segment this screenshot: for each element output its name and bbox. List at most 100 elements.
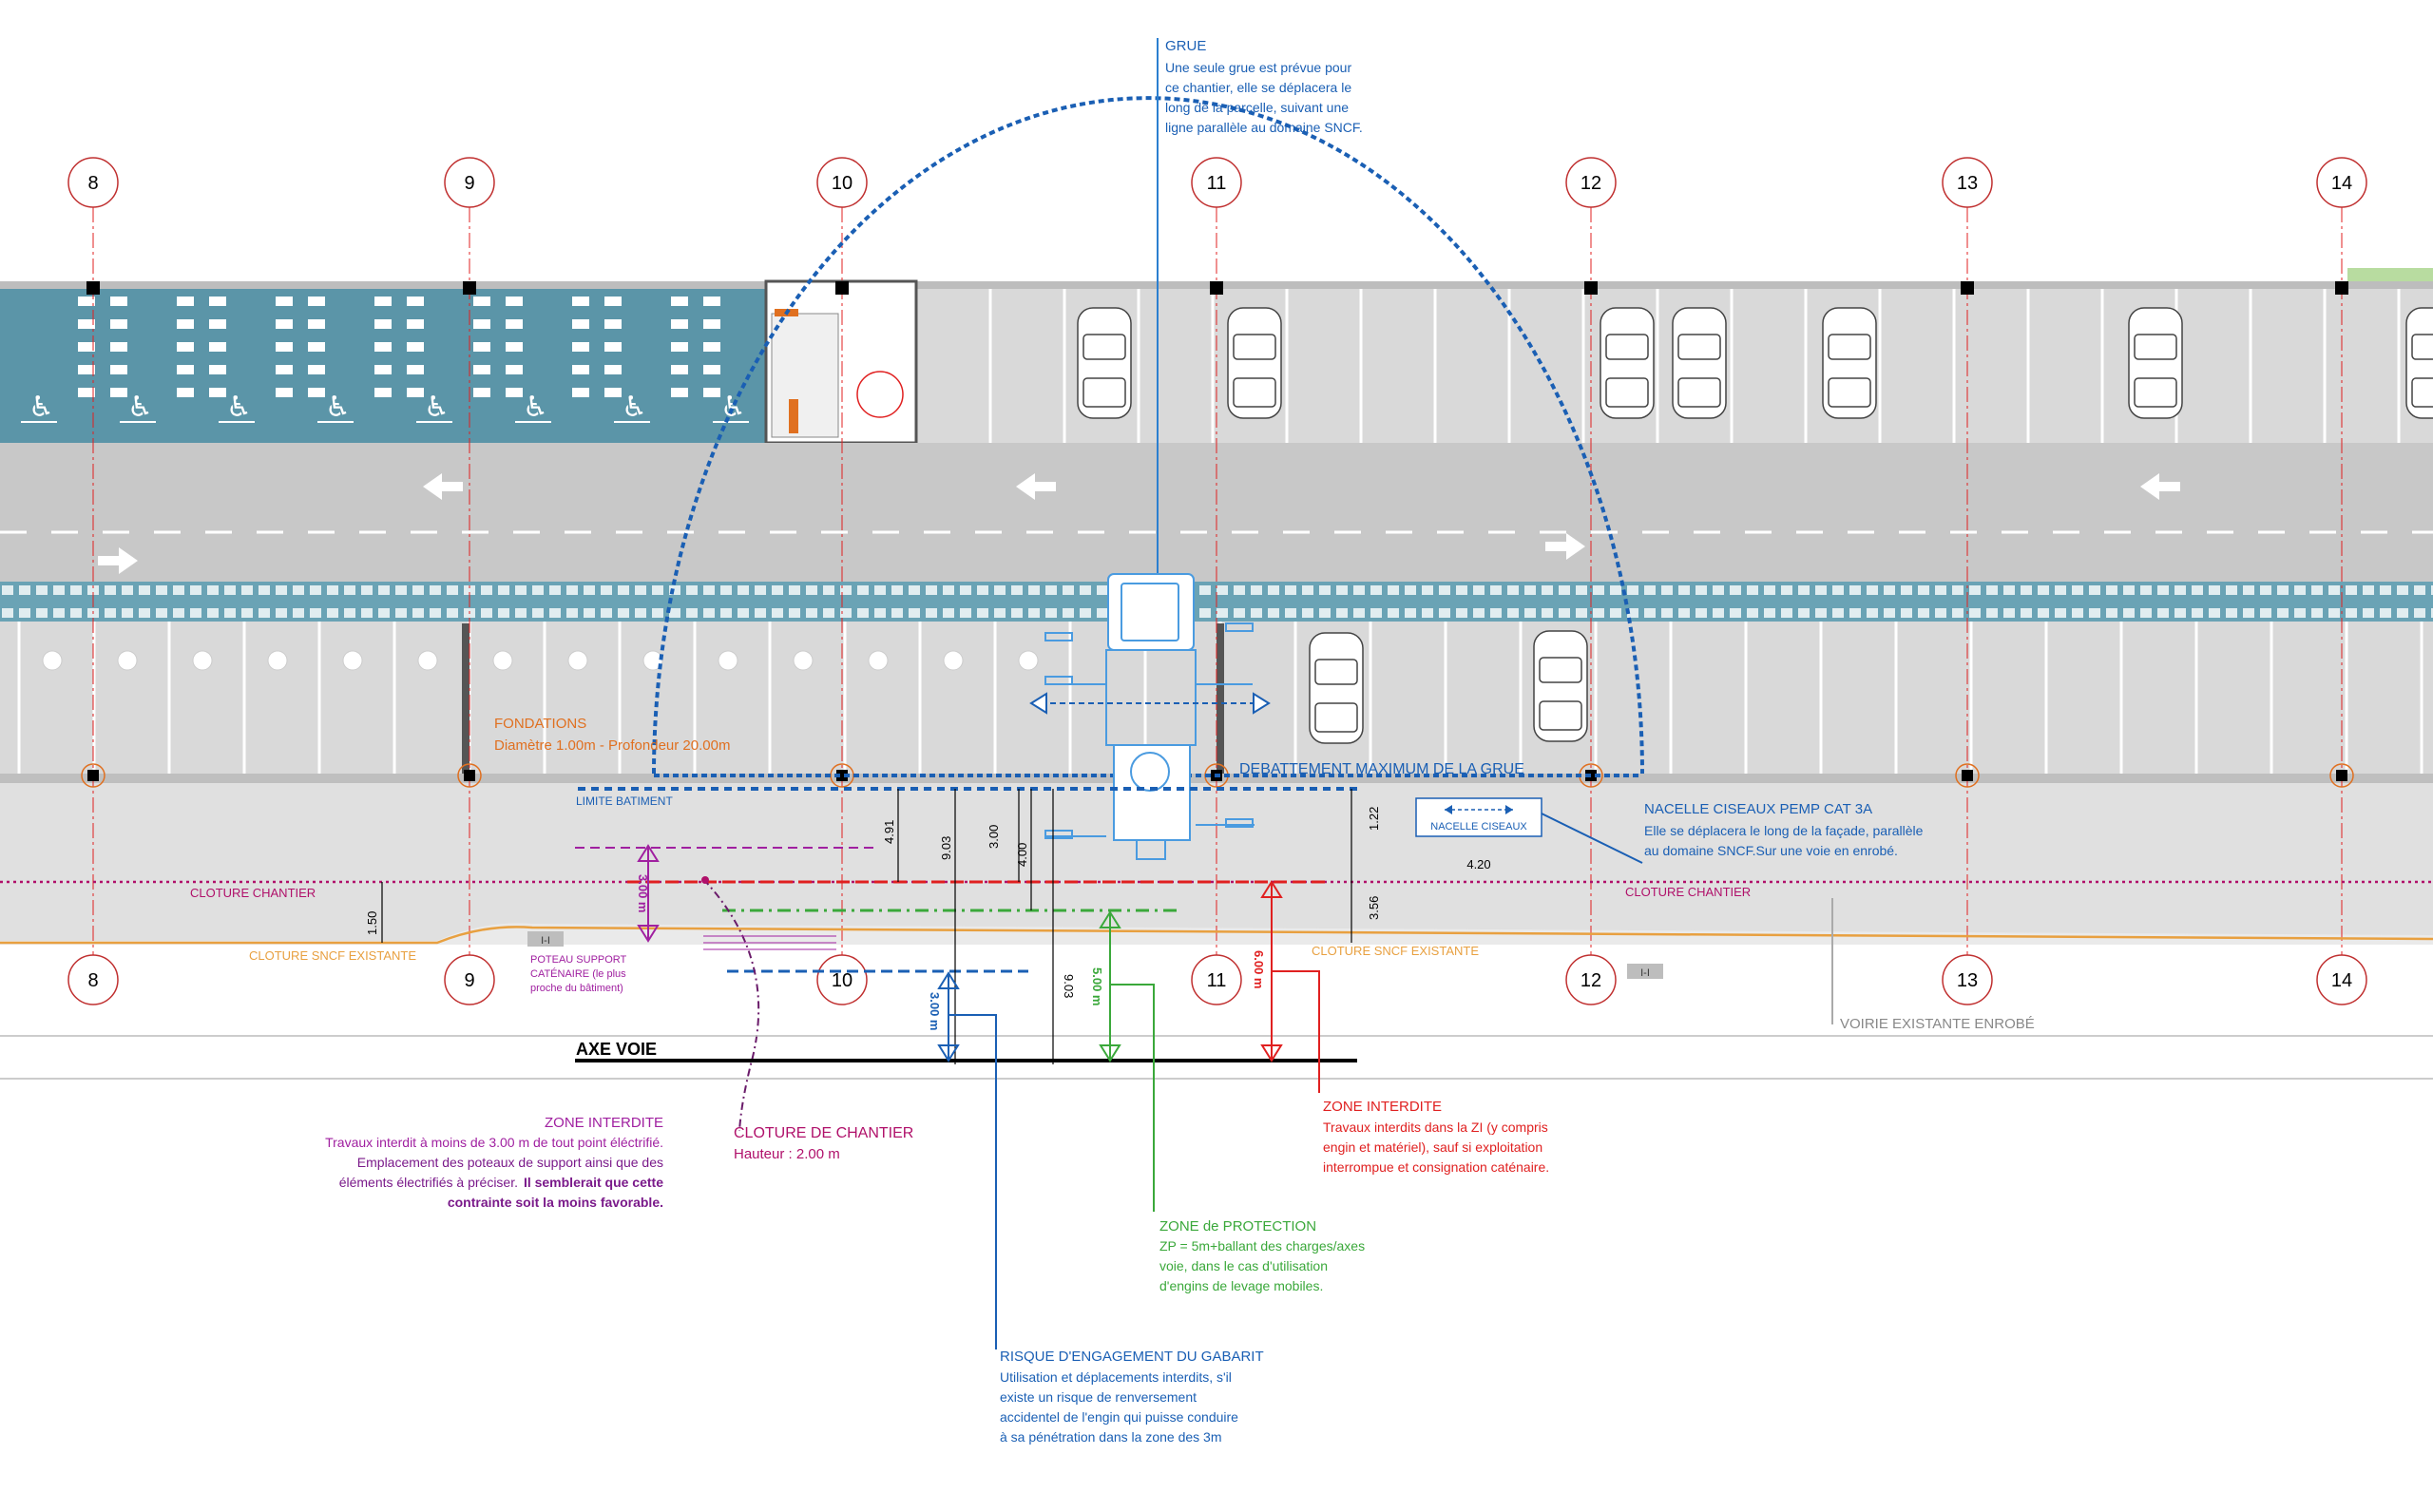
grid-axis-label: 14 (2331, 173, 2352, 194)
grid-bubble (444, 157, 495, 208)
grid-axis-label: 11 (1207, 970, 1227, 991)
dim-label: 3.56 (1367, 896, 1381, 920)
arrow-left-icon (1016, 473, 1056, 500)
poteau-text-line: POTEAU SUPPORT (530, 954, 627, 966)
risque-title: RISQUE D'ENGAGEMENT DU GABARIT (1000, 1349, 1264, 1365)
dim-label: 9.03 (1062, 974, 1076, 998)
grid-bubble (816, 954, 868, 1005)
car-icon (1077, 307, 1132, 419)
grid-axis-label: 12 (1580, 173, 1601, 194)
arrow-right-icon (1545, 533, 1585, 560)
road-arrows (98, 473, 2180, 574)
cloture-de-chantier-text: Hauteur : 2.00 m (734, 1146, 840, 1162)
dim-label-purple: 3.00 m (636, 874, 650, 912)
grid-axis-label: 8 (87, 970, 98, 991)
wheelchair-icon: ♿ (127, 391, 153, 424)
pmr-parking-zone: ♿♿♿♿♿♿♿♿ (0, 289, 819, 443)
svg-text:I-I: I-I (1640, 967, 1650, 979)
crane-radius-arc (652, 96, 1644, 775)
grid-bubble (816, 157, 868, 208)
grid-bubble (1565, 954, 1617, 1005)
grid-axis-label: 10 (832, 173, 853, 194)
grid-bubble (67, 954, 119, 1005)
dimension-lines (381, 789, 1540, 1064)
cloture-de-chantier-title: CLOTURE DE CHANTIER (734, 1125, 913, 1141)
grid-axis-label: 9 (464, 173, 474, 194)
grid-axis-label: 10 (832, 970, 853, 991)
grid-bubble (444, 954, 495, 1005)
risque-line: existe un risque de renversement (1000, 1389, 1197, 1405)
nacelle-title: NACELLE CISEAUX PEMP CAT 3A (1644, 801, 1872, 817)
poteau-text-line: proche du bâtiment) (530, 983, 623, 994)
dim-label: 4.00 (1015, 843, 1029, 867)
risque-line: Utilisation et déplacements interdits, s… (1000, 1369, 1232, 1385)
zone-interdite-left-bold: Il semblerait que cette (524, 1175, 663, 1190)
crane-travel-arrows (1029, 692, 1271, 715)
car-icon (1672, 307, 1727, 419)
poteau-text-line: CATÉNAIRE (le plus (530, 967, 626, 980)
grid-axis-label: 9 (464, 970, 474, 991)
red-6m-arrow (1260, 880, 1320, 1093)
grid-axis-label: 13 (1957, 970, 1978, 991)
car-icon (1309, 632, 1364, 744)
dim-label-green: 5.00 m (1090, 967, 1104, 1005)
cloture-sncf-label-right: CLOTURE SNCF EXISTANTE (1312, 944, 1479, 958)
zone-interdite-right-title: ZONE INTERDITE (1323, 1099, 1442, 1115)
purple-3m-arrow (637, 844, 660, 943)
zone-interdite-left-title: ZONE INTERDITE (545, 1115, 663, 1131)
car-icon (2405, 307, 2433, 419)
risque-line: accidentel de l'engin qui puisse conduir… (1000, 1409, 1238, 1425)
dim-label-red: 6.00 m (1252, 950, 1266, 988)
nacelle-box-label: NACELLE CISEAUX (1430, 821, 1527, 833)
fondations-text: Diamètre 1.00m - Profondeur 20.00m (494, 737, 730, 754)
zone-protection-title: ZONE de PROTECTION (1159, 1218, 1316, 1234)
grid-axis-label: 14 (2331, 970, 2352, 991)
poteau-icon: I-I (1627, 964, 1663, 979)
grid-axis-label: 13 (1957, 173, 1978, 194)
fondations-title: FONDATIONS (494, 716, 586, 732)
arrow-right-icon (98, 547, 138, 574)
grid-bubble (1191, 954, 1242, 1005)
grid-axis-label: 11 (1207, 173, 1227, 194)
dim-label: 1.50 (365, 911, 379, 935)
grid-bubble (1942, 157, 1993, 208)
nacelle-leader (1541, 813, 1643, 864)
car-icon (2128, 307, 2183, 419)
zone-interdite-right-line: interrompue et consignation caténaire. (1323, 1159, 1549, 1175)
risque-line: à sa pénétration dans la zone des 3m (1000, 1429, 1222, 1445)
cloture-sncf-line (0, 926, 2433, 945)
wheelchair-icon: ♿ (325, 391, 351, 424)
grid-axis-label: 12 (1580, 970, 1601, 991)
car-icon (1600, 307, 1655, 419)
arrow-left-icon (423, 473, 463, 500)
axe-voie-label: AXE VOIE (576, 1040, 657, 1059)
zone-protection-line: d'engins de levage mobiles. (1159, 1278, 1323, 1293)
dim-label-blue: 3.00 m (928, 992, 942, 1030)
grue-text-line: ce chantier, elle se déplacera le (1165, 80, 1351, 95)
grid-bubble (2316, 954, 2367, 1005)
wheelchair-icon: ♿ (523, 391, 548, 424)
wheelchair-icon: ♿ (424, 391, 450, 424)
zone-interdite-left-line: éléments électrifiés à préciser. (339, 1175, 518, 1190)
zone-interdite-right-line: engin et matériel), sauf si exploitation (1323, 1139, 1542, 1155)
wheelchair-icon: ♿ (29, 391, 54, 424)
limite-batiment-label: LIMITE BATIMENT (576, 794, 673, 808)
dim-label: 9.03 (939, 836, 953, 860)
grue-text-line: long de la parcelle, suivant une (1165, 100, 1349, 115)
nacelle-text-line: au domaine SNCF.Sur une voie en enrobé. (1644, 843, 1898, 858)
nacelle-box (1415, 797, 1542, 837)
car-icon (1227, 307, 1282, 419)
grue-title: GRUE (1165, 38, 1206, 54)
poteau-icon: I-I (527, 931, 564, 947)
parking-stalls-top (914, 289, 2401, 443)
debattement-label: DEBATTEMENT MAXIMUM DE LA GRUE (1239, 761, 1524, 777)
zone-interdite-left-line: Travaux interdit à moins de 3.00 m de to… (325, 1135, 663, 1150)
blue-3m-arrow (937, 971, 997, 1349)
car-icon (1533, 630, 1588, 742)
green-5m-arrow (1099, 910, 1155, 1212)
poteau-hatch (703, 935, 836, 950)
cloture-chantier-label-left: CLOTURE CHANTIER (190, 886, 316, 900)
grid-bubble (1191, 157, 1242, 208)
grid-bubble (67, 157, 119, 208)
